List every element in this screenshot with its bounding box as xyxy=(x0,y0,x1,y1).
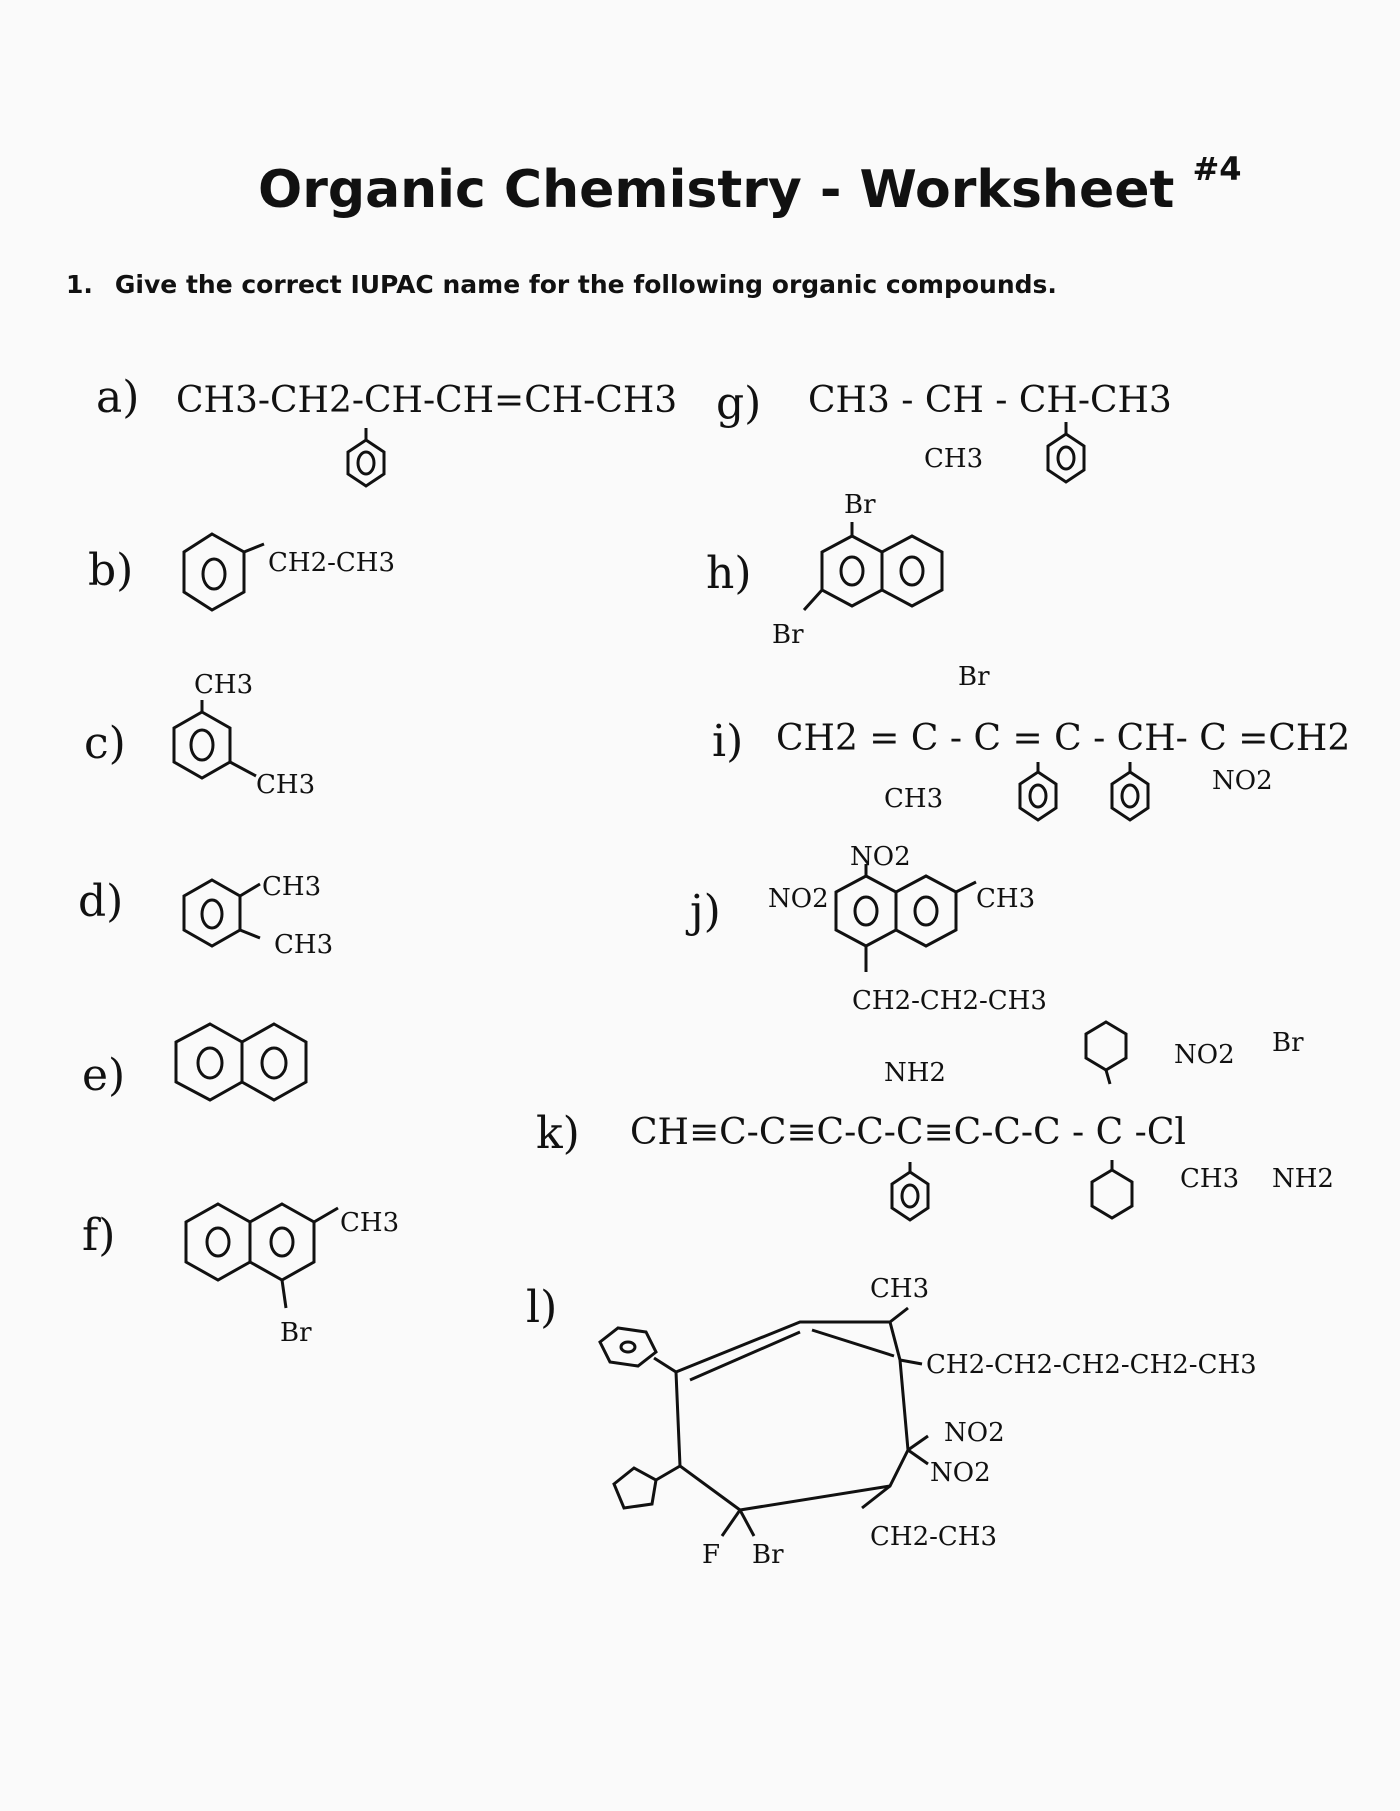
item-h-bottom: Br xyxy=(772,620,804,650)
item-i-rings xyxy=(1018,762,1150,822)
item-d-ring xyxy=(182,878,261,948)
item-g-formula: CH3 - CH - CH-CH3 xyxy=(808,380,1172,421)
item-d-label: d) xyxy=(78,876,124,927)
item-f-bottom: Br xyxy=(280,1318,312,1348)
item-h-top: Br xyxy=(844,490,876,520)
item-i-formula: CH2 = C - C = C - CH- C =CH2 xyxy=(776,718,1351,759)
item-e-naphthalene xyxy=(174,1022,308,1102)
item-g-label: g) xyxy=(716,378,762,429)
item-l-pentyl: CH2-CH2-CH2-CH2-CH3 xyxy=(926,1350,1257,1380)
item-l-fluoro: F xyxy=(702,1540,721,1570)
item-h-naphthalene xyxy=(802,522,944,612)
item-g-ring xyxy=(1046,422,1086,484)
item-k-amine-top: NH2 xyxy=(884,1058,946,1088)
item-i-branch: CH3 xyxy=(884,784,944,814)
item-k-label: k) xyxy=(536,1108,580,1159)
item-f-label: f) xyxy=(82,1210,116,1261)
item-k-methyl: CH3 xyxy=(1180,1164,1240,1194)
item-f-naphthalene xyxy=(184,1202,339,1309)
item-g-branch: CH3 xyxy=(924,444,984,474)
item-l-label: l) xyxy=(526,1282,558,1333)
item-j-label: j) xyxy=(690,886,721,937)
item-k-amine-bottom: NH2 xyxy=(1272,1164,1334,1194)
item-k-phenyl xyxy=(890,1162,930,1222)
item-a-formula: CH3-CH2-CH-CH=CH-CH3 xyxy=(176,380,678,421)
item-i-nitro: NO2 xyxy=(1212,766,1273,796)
item-a-structure xyxy=(346,428,386,488)
question-number: 1. xyxy=(66,270,93,299)
item-c-side: CH3 xyxy=(256,770,316,800)
item-j-bottom: CH2-CH2-CH3 xyxy=(852,986,1047,1016)
item-c-ring xyxy=(172,700,257,780)
question-text: Give the correct IUPAC name for the foll… xyxy=(114,270,1057,299)
item-l-structure xyxy=(598,1306,929,1537)
item-l-nitro2: NO2 xyxy=(930,1458,991,1488)
item-i-top: Br xyxy=(958,662,990,692)
item-b-substituent: CH2-CH3 xyxy=(268,548,396,578)
item-l-bromo: Br xyxy=(752,1540,784,1570)
item-e-label: e) xyxy=(82,1050,126,1101)
item-k-nitro: NO2 xyxy=(1174,1040,1235,1070)
item-k-cyclohexyl-bottom xyxy=(1090,1160,1134,1220)
title-text: Organic Chemistry - Worksheet xyxy=(258,160,1175,220)
item-l-ethyl: CH2-CH3 xyxy=(870,1522,998,1552)
title-number: #4 xyxy=(1192,150,1242,188)
item-l-methyl: CH3 xyxy=(870,1274,930,1304)
item-d-side: CH3 xyxy=(274,930,334,960)
item-j-right: CH3 xyxy=(976,884,1036,914)
item-b-ring xyxy=(182,532,265,612)
item-j-naphthalene xyxy=(834,864,977,972)
item-a-label: a) xyxy=(96,372,140,423)
item-i-label: i) xyxy=(712,716,744,767)
item-k-formula: CH≡C-C≡C-C-C≡C-C-C - C -Cl xyxy=(630,1112,1186,1153)
question-instruction: 1. Give the correct IUPAC name for the fo… xyxy=(66,270,1057,308)
item-k-cyclohexyl-top xyxy=(1084,1020,1128,1085)
item-d-top: CH3 xyxy=(262,872,322,902)
item-j-left: NO2 xyxy=(768,884,829,914)
item-l-nitro1: NO2 xyxy=(944,1418,1005,1448)
item-j-top: NO2 xyxy=(850,842,911,872)
item-c-top: CH3 xyxy=(194,670,254,700)
item-f-side: CH3 xyxy=(340,1208,400,1238)
worksheet-title: Organic Chemistry - Worksheet #4 xyxy=(258,150,1242,232)
item-b-label: b) xyxy=(88,545,134,596)
item-h-label: h) xyxy=(706,548,752,599)
item-c-label: c) xyxy=(84,718,126,769)
item-k-bromo: Br xyxy=(1272,1028,1304,1058)
